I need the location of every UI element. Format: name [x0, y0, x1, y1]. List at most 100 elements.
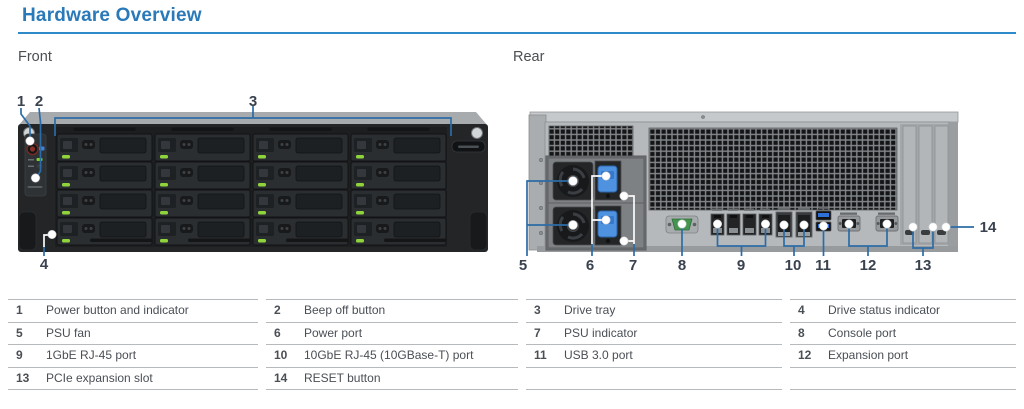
legend-label: RESET button — [304, 370, 381, 385]
page-title: Hardware Overview — [22, 5, 202, 26]
callout-dot-pcie-slot-1 — [908, 222, 918, 232]
callout-number-13: 13 — [914, 257, 932, 274]
rear-right-edge — [948, 122, 958, 250]
callout-number-5: 5 — [518, 257, 528, 274]
legend-label: Beep off button — [304, 303, 386, 317]
front-device-illustration — [18, 112, 488, 252]
table-row: 12 Expansion port — [790, 344, 1016, 367]
callout-dot-expansion-port-1 — [844, 219, 854, 229]
rear-left-vent-grid — [548, 125, 634, 157]
legend-num: 5 — [16, 325, 23, 340]
legend-label: Power button and indicator — [46, 303, 189, 317]
psu-bay — [545, 155, 647, 251]
usb3-ports — [815, 210, 832, 232]
title-underline-rule — [18, 32, 1016, 34]
callout-dot-console-port — [677, 219, 687, 229]
callout-number-4: 4 — [39, 256, 49, 273]
legend-num: 2 — [274, 303, 281, 317]
table-row: 10 10GbE RJ-45 (10GBase-T) port — [266, 344, 518, 367]
callout-lines-white — [43, 175, 635, 247]
rear-left-ear — [528, 114, 547, 251]
rear-device-illustration — [528, 111, 959, 252]
legend-label: 1GbE RJ-45 port — [46, 348, 137, 362]
callout-number-3: 3 — [248, 93, 258, 110]
callout-dot-power-port-upper — [601, 171, 611, 181]
callout-dot-power-port-lower — [601, 215, 611, 225]
table-row: 8 Console port — [790, 321, 1016, 345]
callout-dot-psu-indicator-upper — [619, 191, 629, 201]
front-bottom-vent-slots — [90, 238, 446, 242]
left-rack-ear-hole — [23, 127, 35, 139]
legend-num: 10 — [274, 348, 288, 362]
psu-module-upper — [546, 156, 646, 205]
power-button — [26, 142, 39, 156]
legend-label: PSU indicator — [564, 325, 638, 340]
rear-top-lip — [529, 111, 959, 123]
legend-column-4: 4 Drive status indicator 8 Console port 12… — [790, 299, 1016, 390]
table-row: 5 PSU fan — [8, 321, 258, 345]
status-led — [36, 158, 43, 161]
legend-label: Expansion port — [828, 348, 909, 362]
legend-label: Drive status indicator — [828, 303, 941, 317]
callout-number-9: 9 — [736, 257, 746, 274]
legend-label: PSU fan — [46, 325, 91, 340]
table-row: 11 USB 3.0 port — [526, 344, 782, 367]
callout-dot-psu-fan-lower — [568, 220, 578, 230]
rear-main-vent-grid — [648, 127, 898, 211]
ten-gbe-ports — [775, 211, 813, 238]
legend-label: USB 3.0 port — [564, 348, 633, 362]
callout-dot-power-button — [25, 136, 35, 146]
rear-bottom-lip — [537, 246, 958, 252]
legend-label: Console port — [828, 325, 897, 340]
callout-dot-psu-fan-upper — [568, 176, 578, 186]
callout-dot-pcie-slot-2 — [928, 222, 938, 232]
callout-number-2: 2 — [34, 93, 44, 110]
legend-num: 1 — [16, 303, 23, 317]
port-labels — [712, 206, 895, 215]
table-row — [526, 366, 782, 390]
callout-number-7: 7 — [628, 257, 638, 274]
callout-dot-psu-indicator-lower — [619, 236, 629, 246]
table-row: 1 Power button and indicator — [8, 299, 258, 322]
callout-number-10: 10 — [784, 257, 802, 274]
legend-num: 12 — [798, 348, 812, 362]
table-row — [790, 366, 1016, 390]
callout-dot-lan1-port — [712, 219, 722, 229]
callout-lines-blue — [20, 106, 974, 256]
rear-chassis-face — [544, 121, 951, 249]
legend-num: 7 — [534, 325, 541, 340]
power-button-led — [29, 146, 36, 152]
callout-dot-drive-status-indicator — [47, 230, 57, 240]
callout-dot-10gbe-port-2 — [799, 220, 809, 230]
legend-num: 4 — [798, 303, 805, 317]
callout-dot-10gbe-port-1 — [779, 220, 789, 230]
legend-num: 6 — [274, 325, 281, 340]
power-indicator — [39, 146, 45, 151]
pcie-slot-covers — [900, 124, 949, 245]
callout-number-6: 6 — [585, 257, 595, 274]
legend-num: 8 — [798, 325, 805, 340]
front-bay-area — [55, 127, 447, 247]
gbe-lan-ports — [710, 213, 773, 236]
callout-number-14: 14 — [979, 219, 997, 236]
callout-dot-reset-button — [941, 222, 951, 232]
callout-number-8: 8 — [677, 257, 687, 274]
table-row: 7 PSU indicator — [526, 321, 782, 345]
console-port — [665, 215, 699, 234]
model-badge — [451, 140, 486, 153]
legend-label: 10GbE RJ-45 (10GBase-T) port — [304, 348, 474, 362]
callout-dot-lan4-port — [760, 219, 770, 229]
legend-label: PCIe expansion slot — [46, 370, 153, 385]
callout-dot-expansion-port-2 — [882, 219, 892, 229]
table-row: 4 Drive status indicator — [790, 299, 1016, 322]
front-top-vent-slots — [73, 127, 430, 131]
legend-num: 11 — [534, 348, 547, 362]
legend-num: 3 — [534, 303, 541, 317]
drive-tray-grid — [56, 133, 447, 246]
